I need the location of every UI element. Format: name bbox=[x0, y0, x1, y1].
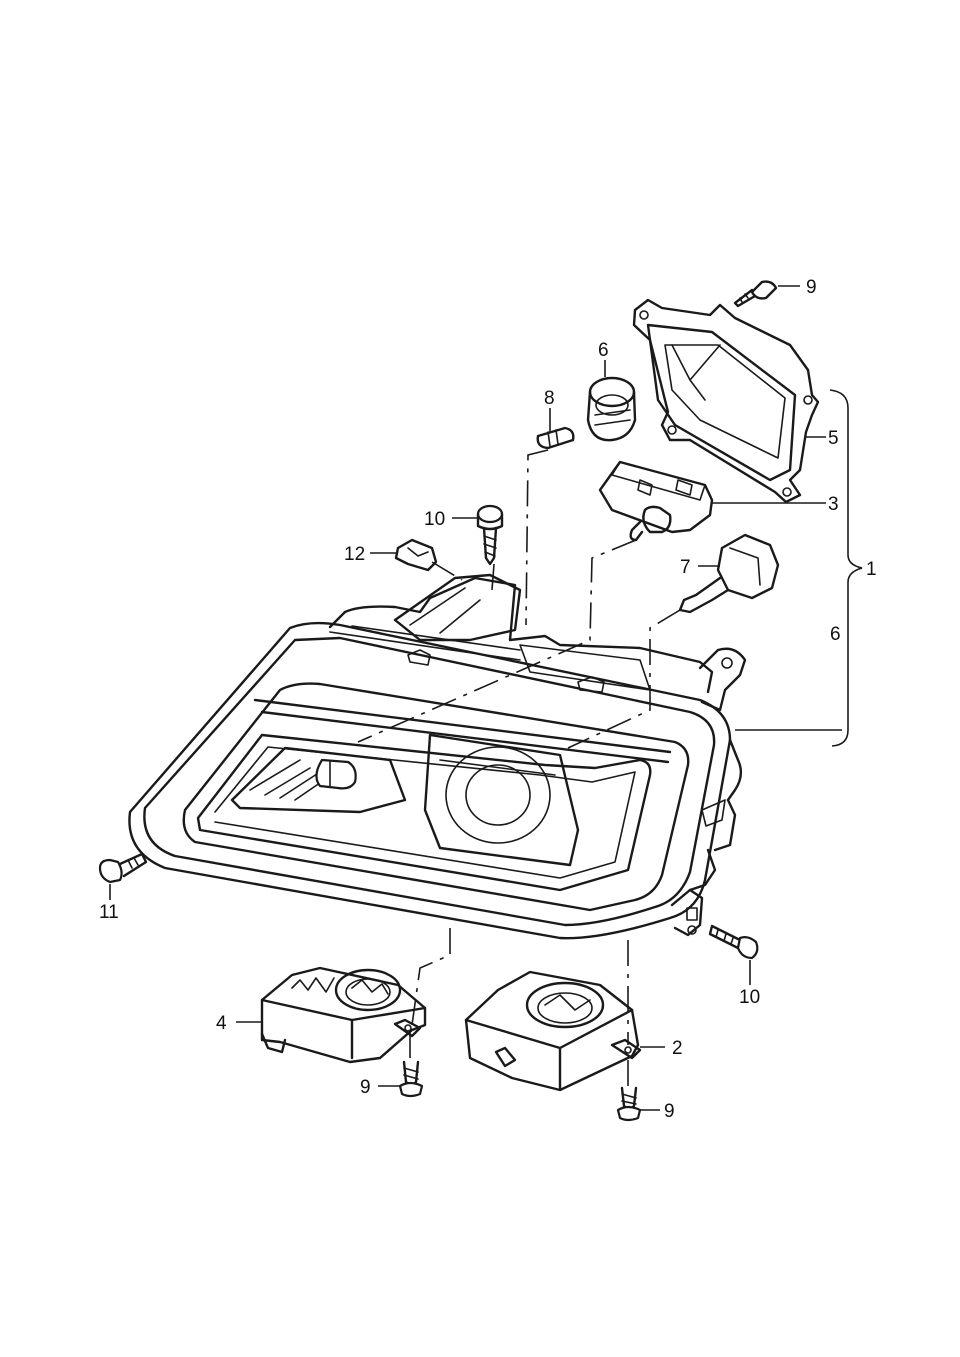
callout-labels: 9 6 8 5 3 10 12 7 1 6 11 10 4 2 9 9 bbox=[99, 277, 877, 1122]
callout-7: 7 bbox=[680, 557, 691, 578]
callout-12: 12 bbox=[344, 544, 365, 565]
part-9-screw-left bbox=[398, 1060, 424, 1098]
part-11-screw bbox=[98, 852, 148, 884]
callout-4: 4 bbox=[216, 1013, 227, 1034]
part-5-cover-cap bbox=[632, 298, 820, 504]
callout-10-bottom: 10 bbox=[739, 987, 760, 1008]
callout-6-side: 6 bbox=[830, 624, 841, 645]
part-12-speed-nut bbox=[394, 538, 438, 572]
part-8-bulb bbox=[536, 426, 575, 450]
callout-11: 11 bbox=[99, 902, 119, 923]
part-10-screw-top bbox=[476, 504, 504, 566]
part-6-cap-ring bbox=[586, 376, 637, 442]
callout-3: 3 bbox=[828, 494, 839, 515]
leader-lines bbox=[109, 285, 863, 1111]
part-4-ballast bbox=[260, 966, 427, 1064]
callout-2: 2 bbox=[672, 1038, 683, 1059]
part-9-screw-top bbox=[733, 280, 778, 308]
headlight-housing bbox=[128, 573, 747, 940]
callout-10-top: 10 bbox=[424, 509, 445, 530]
callout-1: 1 bbox=[866, 559, 877, 580]
part-3-bulb-holder bbox=[598, 460, 714, 542]
part-9-screw-right bbox=[616, 1086, 642, 1122]
callout-6-top: 6 bbox=[598, 340, 609, 361]
callout-9-right: 9 bbox=[664, 1101, 675, 1122]
callout-5: 5 bbox=[828, 428, 839, 449]
callout-9-left: 9 bbox=[360, 1077, 371, 1098]
part-10-screw-right bbox=[708, 924, 759, 960]
assembly-lines bbox=[357, 449, 681, 1088]
callout-8: 8 bbox=[544, 388, 555, 409]
part-7-xenon-bulb bbox=[678, 533, 780, 614]
callout-9-top: 9 bbox=[806, 277, 817, 298]
part-2-ballast bbox=[464, 970, 642, 1092]
